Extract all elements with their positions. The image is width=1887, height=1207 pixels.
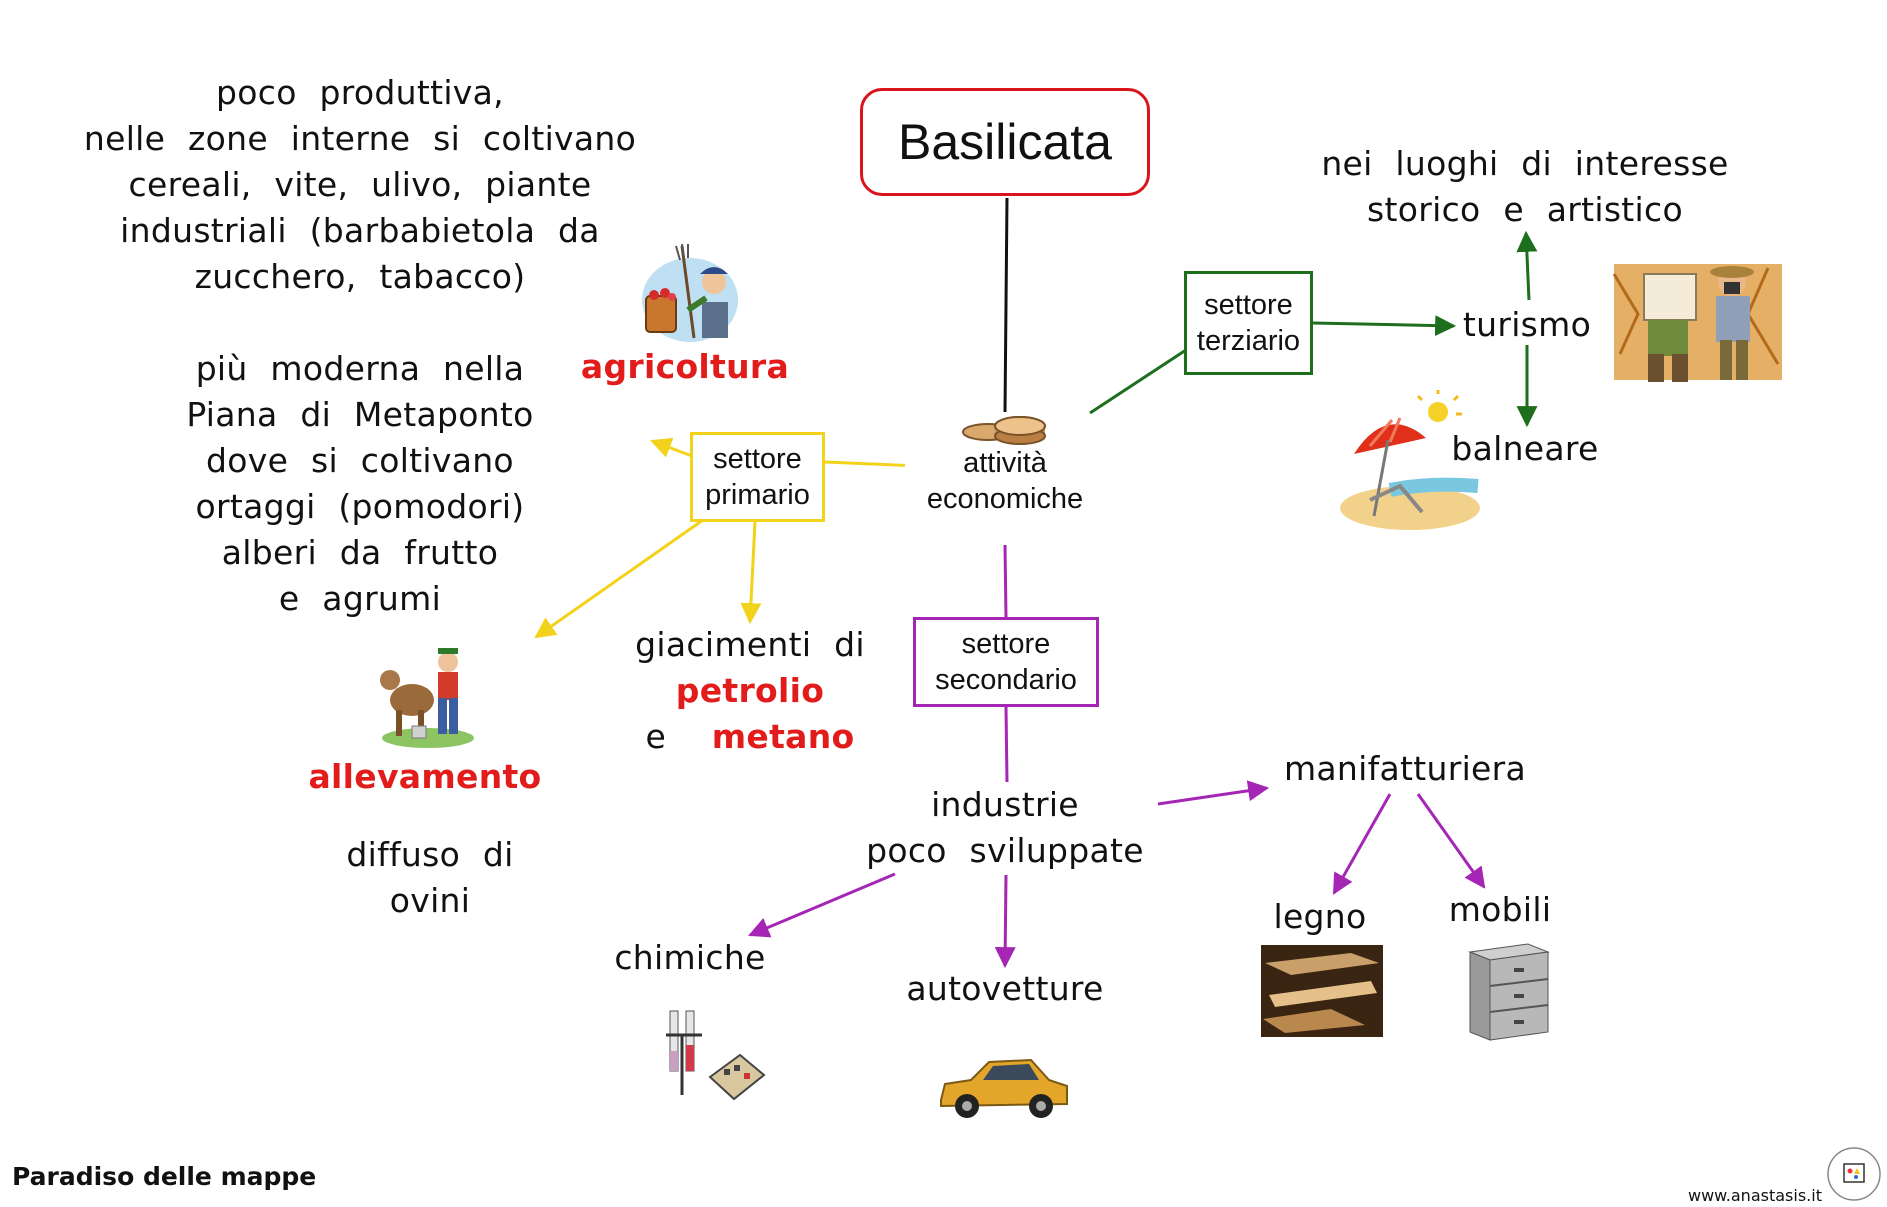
line-title-center [1003, 197, 1009, 413]
footer-brand: Paradiso delle mappe [12, 1162, 317, 1191]
agricoltura-desc-1: poco produttiva, nelle zone interne si c… [83, 73, 637, 296]
settore-terziario-box: settore terziario [1184, 271, 1313, 375]
chemistry-icon [666, 1010, 766, 1101]
agricoltura-label: agricoltura [580, 347, 790, 386]
arrow-giacimenti [740, 521, 762, 625]
cabinet-icon [1468, 943, 1550, 1041]
allevamento-desc: diffuso di ovini [346, 835, 514, 920]
supermappe-logo [1827, 1147, 1881, 1201]
turismo-node: turismo [1462, 305, 1592, 344]
arrow-chimiche [748, 872, 896, 938]
arrow-mobili [1416, 793, 1486, 889]
arrow-autovetture [994, 874, 1016, 969]
manifatturiera-node: manifatturiera [1283, 749, 1527, 788]
industrie-node: industrie poco sviluppate [866, 785, 1144, 870]
allevamento-icon [380, 648, 474, 748]
legno-node: legno [1273, 897, 1367, 936]
chimiche-node: chimiche [614, 938, 766, 977]
coins-icon [962, 416, 1046, 445]
line-secondario-industrie [1004, 706, 1009, 783]
allevamento-label: allevamento [308, 757, 542, 796]
line-center-primario [824, 460, 921, 468]
arrow-allevamento [534, 518, 704, 639]
wood-icon [1261, 945, 1383, 1037]
farmer-icon [642, 243, 738, 342]
center-node: attività economiche [905, 446, 1105, 516]
settore-secondario-box: settore secondario [913, 617, 1099, 707]
arrow-legno [1332, 793, 1392, 895]
line-center-secondario [1003, 544, 1008, 618]
interesse-node: nei luoghi di interesse storico e artist… [1321, 144, 1729, 229]
footer-url: www.anastasis.it [1688, 1186, 1822, 1205]
car-icon [940, 1058, 1068, 1118]
settore-primario-box: settore primario [690, 432, 825, 522]
arrow-turismo [1312, 315, 1457, 337]
mobili-node: mobili [1448, 890, 1552, 929]
line-center-terziario [1089, 348, 1187, 415]
arrow-agricoltura [650, 437, 693, 458]
title-box: Basilicata [860, 88, 1150, 196]
agricoltura-desc-2: più moderna nella Piana di Metaponto dov… [186, 349, 534, 618]
balneare-node: balneare [1451, 429, 1599, 468]
giacimenti-node: giacimenti di petrolio e metano [635, 625, 865, 756]
arrow-manifatturiera [1157, 780, 1270, 806]
tourists-icon [1612, 264, 1782, 382]
arrow-interesse [1516, 230, 1538, 301]
page-title: Basilicata [898, 114, 1112, 170]
beach-icon [1340, 390, 1480, 530]
autovetture-node: autovetture [906, 969, 1104, 1008]
